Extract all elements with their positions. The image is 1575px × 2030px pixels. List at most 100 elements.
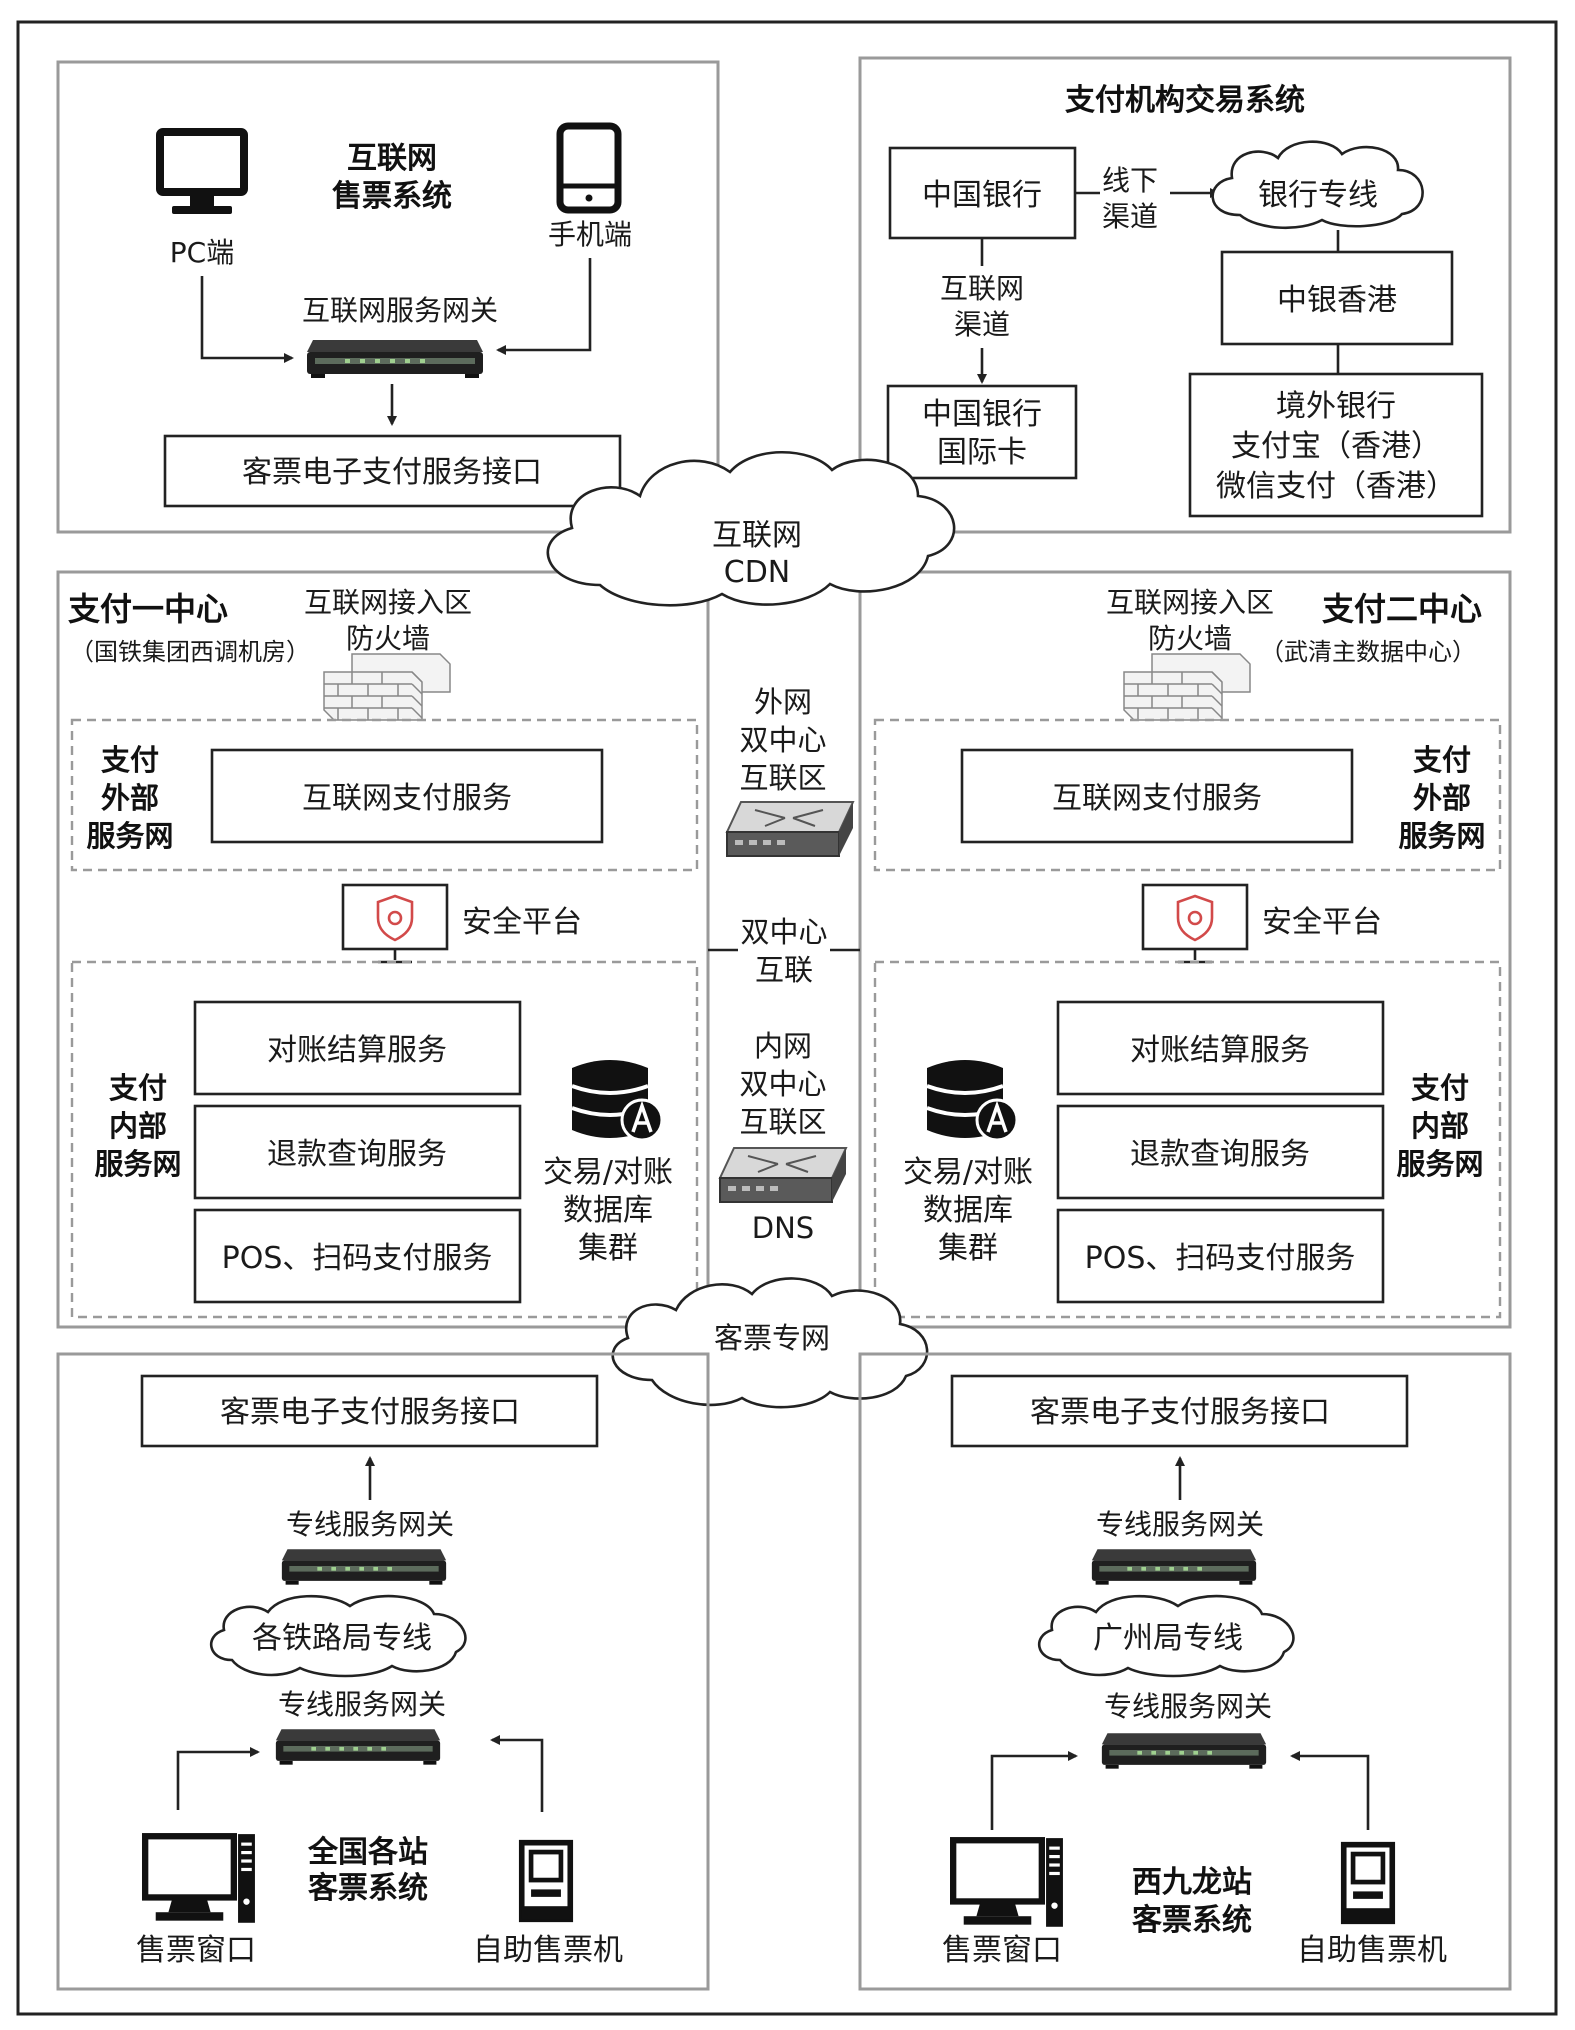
boc-hk-label: 中银香港 (1277, 283, 1397, 318)
center2-service-3: POS、扫码支付服务 (1085, 1241, 1356, 1276)
wk-gateway-bottom-icon (1101, 1733, 1267, 1769)
center1-service-2-box (193, 1104, 522, 1200)
center1-internet-payment-box (210, 748, 604, 844)
center1-firewall-line1: 互联网接入区 (304, 586, 472, 619)
wk-interface-box (950, 1374, 1409, 1448)
wk-gateway-top-label: 专线服务网关 (1096, 1508, 1264, 1541)
outer-frame (16, 20, 1558, 2016)
national-gateway-top-icon (281, 1549, 447, 1585)
center1-firewall-icon (323, 653, 451, 721)
center2-firewall-icon (1123, 653, 1251, 721)
payment-center-2: 支付二中心 （武清主数据中心） 互联网接入区 防火墙 支付 外部 服务网 互联网… (858, 570, 1512, 1329)
center1-title: 支付一中心 (68, 590, 228, 628)
center2-internal-zone (873, 960, 1502, 1319)
wk-title-line2: 客票系统 (1132, 1903, 1252, 1938)
wk-kiosk-icon (1344, 1845, 1393, 1922)
center1-security-label: 安全平台 (462, 905, 582, 940)
payment-institution-panel: 支付机构交易系统 中国银行 线下 渠道 银行专线 中银香港 境外银行 支付宝（香… (858, 56, 1512, 534)
internet-interface-box (163, 434, 622, 508)
boc-intl-line2: 国际卡 (937, 435, 1027, 470)
center2-service-2-box (1056, 1104, 1385, 1200)
internet-channel-line2: 渠道 (954, 308, 1010, 341)
boc-label: 中国银行 (922, 178, 1042, 213)
wk-gateway-bottom-label: 专线服务网关 (1104, 1690, 1272, 1723)
center1-external-zone (70, 718, 699, 872)
national-kiosk-icon (522, 1843, 571, 1920)
center2-db-line3: 集群 (938, 1231, 998, 1266)
internet-cdn-cloud: 互联网 CDN (546, 450, 956, 607)
pc-to-gateway-arrow (200, 276, 294, 363)
center2-external-zone (873, 718, 1502, 872)
cdn-line1: 互联网 (712, 518, 802, 553)
center1-internet-payment-label: 互联网支付服务 (302, 781, 512, 816)
center1-service-3-box (193, 1208, 522, 1304)
ext-interconnect-line2: 双中心 (739, 723, 826, 757)
center1-internal-zone (70, 960, 699, 1319)
center1-int-line3: 服务网 (94, 1147, 181, 1181)
center1-db-line2: 数据库 (563, 1193, 653, 1228)
west-kowloon-panel: 客票电子支付服务接口 专线服务网关 广州局专线 专线服务网关 售票窗口 西九龙站… (858, 1352, 1512, 1991)
mobile-phone-icon (556, 122, 622, 214)
national-kiosk-arrow (490, 1735, 544, 1812)
center2-ext-line2: 外部 (1413, 781, 1471, 815)
national-private-line-cloud (209, 1594, 467, 1678)
internet-ticketing-title-line2: 售票系统 (332, 179, 452, 214)
overseas-box (1188, 372, 1484, 518)
bank-line-cloud (1211, 140, 1424, 230)
int-interconnect-line3: 互联区 (739, 1105, 826, 1139)
national-window-pc-icon (145, 1834, 255, 1923)
national-private-line-label: 各铁路局专线 (252, 1621, 432, 1656)
national-interface-label: 客票电子支付服务接口 (220, 1395, 520, 1430)
int-interconnect-line2: 双中心 (739, 1067, 826, 1101)
payment-institution-title: 支付机构交易系统 (1065, 83, 1305, 118)
boc-intl-line1: 中国银行 (922, 397, 1042, 432)
center2-service-1: 对账结算服务 (1130, 1033, 1310, 1068)
center1-firewall-line2: 防火墙 (346, 622, 430, 655)
cdn-line2: CDN (724, 555, 791, 590)
center2-db-line1: 交易/对账 (903, 1155, 1033, 1190)
national-kiosk-label: 自助售票机 (473, 1933, 623, 1968)
center1-ext-line2: 外部 (101, 781, 159, 815)
center1-ext-line3: 服务网 (86, 819, 173, 853)
overseas-line1: 境外银行 (1276, 389, 1396, 424)
center2-service-2: 退款查询服务 (1130, 1137, 1310, 1172)
boc-intl-box (886, 384, 1078, 480)
center1-ext-line1: 支付 (101, 743, 159, 777)
center1-db-line3: 集群 (578, 1231, 638, 1266)
offline-channel-line2: 渠道 (1102, 200, 1158, 233)
center2-firewall-line2: 防火墙 (1148, 622, 1232, 655)
national-window-label: 售票窗口 (136, 1933, 256, 1968)
center2-subtitle: （武清主数据中心） (1260, 638, 1476, 666)
wk-title-line1: 西九龙站 (1132, 1865, 1252, 1900)
ticket-network-label: 客票专网 (714, 1321, 830, 1355)
center1-database-icon (570, 1058, 664, 1142)
pc-monitor-icon (156, 128, 248, 214)
center2-service-3-box (1056, 1208, 1385, 1304)
national-gateway-bottom-label: 专线服务网关 (278, 1688, 446, 1721)
pc-label: PC端 (170, 236, 234, 269)
wk-gateway-top-icon (1091, 1549, 1257, 1585)
national-interface-box (140, 1374, 599, 1448)
center1-int-line1: 支付 (109, 1071, 167, 1105)
center2-security-label: 安全平台 (1262, 905, 1382, 940)
wk-interface-label: 客票电子支付服务接口 (1030, 1395, 1330, 1430)
ext-switch-icon (726, 801, 854, 857)
center2-int-line1: 支付 (1411, 1071, 1469, 1105)
center1-subtitle: （国铁集团西调机房） (70, 638, 310, 666)
ticket-network-cloud: 客票专网 (611, 1277, 929, 1409)
center1-security-shield-icon (341, 883, 449, 964)
internet-ticketing-title-line1: 互联网 (347, 141, 437, 176)
center1-db-line1: 交易/对账 (543, 1155, 673, 1190)
overseas-line3: 微信支付（香港） (1216, 469, 1456, 504)
center2-title: 支付二中心 (1322, 590, 1482, 628)
center2-int-line2: 内部 (1411, 1109, 1469, 1143)
center1-service-1-box (193, 1000, 522, 1096)
center2-security-shield-icon (1141, 883, 1249, 964)
center1-service-3: POS、扫码支付服务 (222, 1241, 493, 1276)
dual-interconnect-line1: 双中心 (740, 915, 827, 949)
mobile-label: 手机端 (548, 218, 632, 251)
center2-db-line2: 数据库 (923, 1193, 1013, 1228)
national-stations-panel: 客票电子支付服务接口 专线服务网关 各铁路局专线 专线服务网关 售票窗口 全国各… (56, 1352, 710, 1991)
national-window-arrow (176, 1747, 260, 1810)
